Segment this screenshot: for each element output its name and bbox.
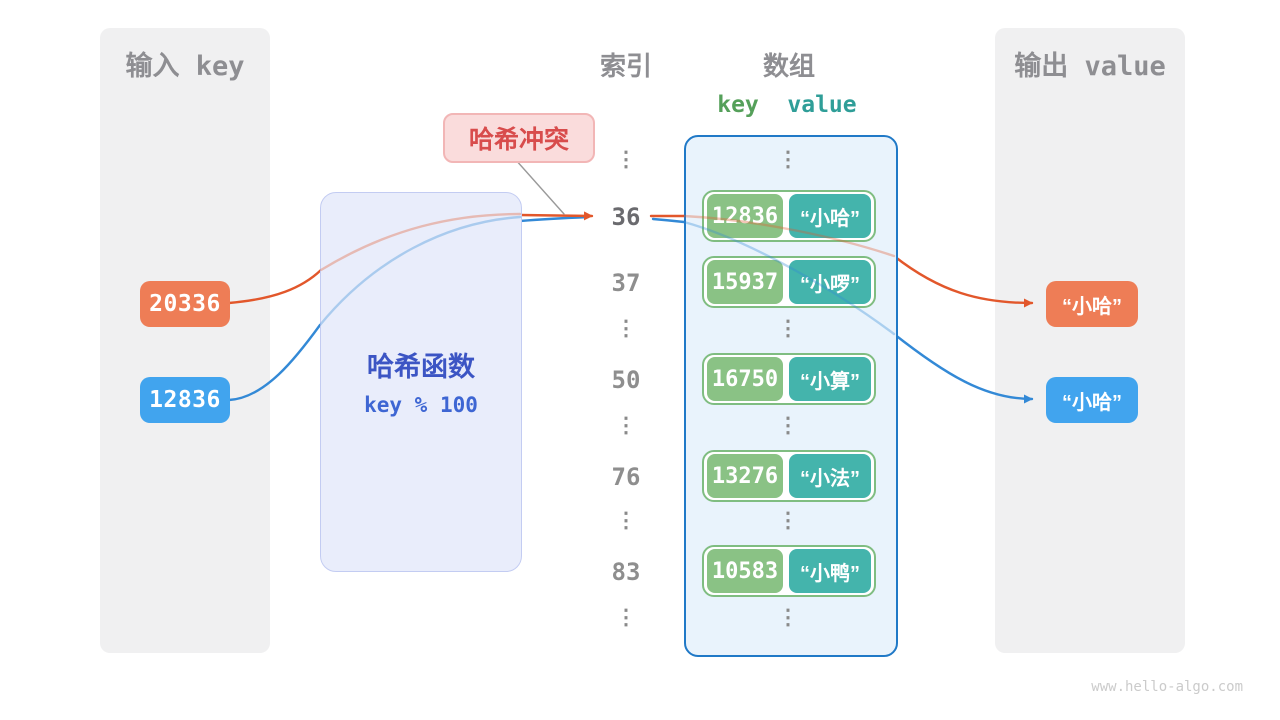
output-panel-title: 输出 value [1014,51,1166,82]
line-hash-exit-blue [518,215,590,223]
output-value-blue: “小哈” [1046,377,1138,423]
pair-key-box: 12836 [707,194,783,238]
index-ellipsis: ⋮ [615,148,637,171]
array-ellipsis: ⋮ [777,414,799,437]
pair-value-box: “小鸭” [789,549,871,593]
index-value-50: 50 [611,366,641,394]
watermark: www.hello-algo.com [1091,679,1243,695]
output-value-orange: “小哈” [1046,281,1138,327]
index-value-83: 83 [611,558,641,586]
pair-value-box: “小算” [789,357,871,401]
pair-key-box: 10583 [707,549,783,593]
array-pair-row: 10583 “小鸭” [702,545,876,597]
index-ellipsis: ⋮ [615,414,637,437]
hash-collision-label-text: 哈希冲突 [468,126,569,154]
pair-key-box: 15937 [707,260,783,304]
array-pair-row: 13276 “小法” [702,450,876,502]
array-pair-row: 16750 “小算” [702,353,876,405]
key-column-header: key [717,92,759,118]
array-column-header: 数组 [762,51,815,81]
index-ellipsis: ⋮ [615,606,637,629]
input-key-20336: 20336 [140,281,230,327]
output-panel: 输出 value [995,28,1185,653]
hash-collision-label: 哈希冲突 [443,113,595,163]
pair-value-box: “小啰” [789,260,871,304]
index-value-36: 36 [611,203,641,231]
index-value-76: 76 [611,463,641,491]
array-ellipsis: ⋮ [777,606,799,629]
hash-function-title: 哈希函数 [367,352,475,382]
pair-value-box: “小法” [789,454,871,498]
hash-function-formula: key % 100 [364,393,478,417]
index-ellipsis: ⋮ [615,317,637,340]
input-key-12836: 12836 [140,377,230,423]
index-ellipsis: ⋮ [615,509,637,532]
input-panel: 输入 key [100,28,270,653]
value-column-header: value [787,92,857,118]
index-column-header: 索引 [599,51,652,81]
index-value-37: 37 [611,269,641,297]
arrow-hash-to-index [518,211,594,221]
line-collision-pointer [514,158,565,215]
array-ellipsis: ⋮ [777,509,799,532]
pair-key-box: 16750 [707,357,783,401]
hash-function-box: 哈希函数 key % 100 [320,192,522,572]
pair-value-box: “小哈” [789,194,871,238]
array-ellipsis: ⋮ [777,148,799,171]
array-ellipsis: ⋮ [777,317,799,340]
array-pair-row: 15937 “小啰” [702,256,876,308]
input-panel-title: 输入 key [125,51,245,82]
array-pair-row: 12836 “小哈” [702,190,876,242]
pair-key-box: 13276 [707,454,783,498]
